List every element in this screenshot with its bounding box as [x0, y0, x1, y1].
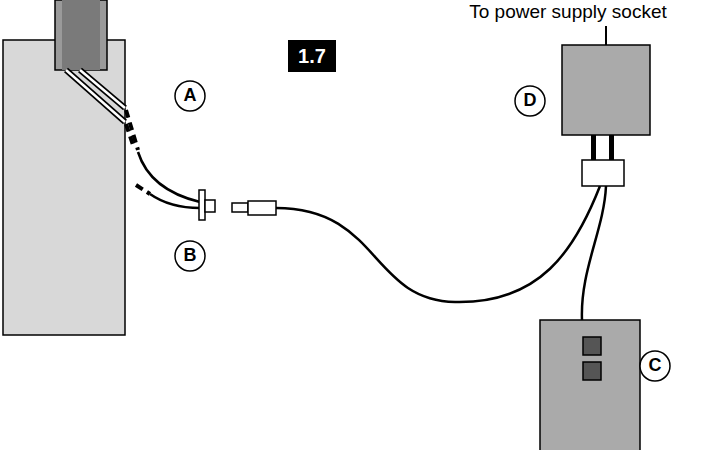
adapter-plug	[582, 160, 624, 186]
callout-circle-outline	[515, 86, 545, 116]
node-text: B	[184, 246, 197, 266]
cable	[276, 186, 600, 302]
wire	[150, 194, 200, 208]
node-text: A	[184, 86, 197, 106]
wire	[138, 152, 200, 202]
callout-letter: B	[174, 240, 206, 272]
plug-prong	[591, 135, 596, 160]
node-text: C	[649, 356, 662, 376]
plug-tip	[232, 203, 248, 212]
power-adapter	[562, 45, 650, 135]
callout-letter: D	[514, 85, 546, 117]
housing	[3, 40, 125, 335]
plug-body	[248, 201, 276, 215]
conduit-core	[62, 0, 100, 70]
conduit	[55, 0, 107, 70]
wire	[66, 70, 125, 122]
wire-outline	[66, 70, 125, 122]
callout-circle-outline	[175, 241, 205, 271]
callout-circle-outline	[175, 81, 205, 111]
plug-prong	[609, 135, 614, 160]
socket-body	[205, 200, 215, 212]
callout-letter: C	[639, 350, 671, 382]
callout-circle-outline	[640, 351, 670, 381]
wire-dashed	[126, 110, 138, 150]
node-text: D	[524, 91, 537, 111]
note-label: To power supply socket	[469, 2, 667, 23]
control-box	[540, 320, 640, 450]
cable	[582, 186, 606, 320]
button	[583, 362, 601, 380]
figure-number-box: 1.7	[288, 40, 336, 72]
wire-dashed	[126, 124, 134, 148]
wire-outline	[80, 70, 125, 108]
mains-lead	[605, 26, 607, 45]
socket-flange	[199, 190, 205, 220]
button	[583, 337, 601, 355]
wire	[80, 70, 125, 108]
node-text: 1.7	[298, 45, 326, 67]
callout-letter: A	[174, 80, 206, 112]
wire-dashed	[136, 185, 150, 194]
